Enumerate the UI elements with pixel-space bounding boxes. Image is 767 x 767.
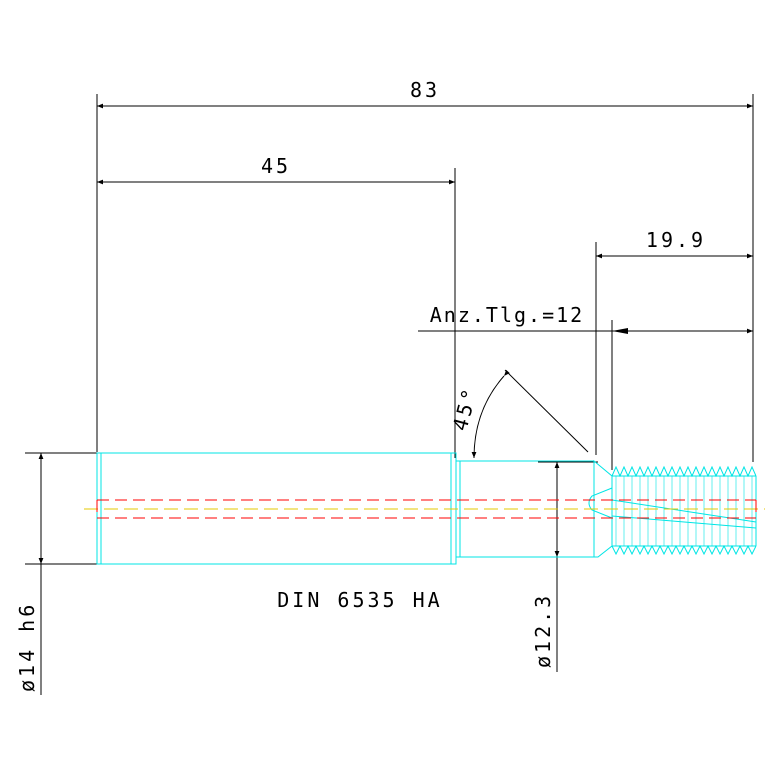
thread-crests-bottom (611, 544, 757, 556)
center-lines (84, 499, 765, 519)
dim-thread-length: 19.9 (596, 228, 753, 259)
dim-overall-length: 83 (97, 78, 753, 109)
dim-19-9-text: 19.9 (646, 228, 706, 252)
dim-45-text: 45 (261, 154, 291, 178)
thread-crests-top (611, 465, 757, 478)
dim-dia-14-text: ø14 h6 (15, 602, 39, 692)
extension-lines (25, 94, 754, 565)
dim-dia-12-3-text: ø12.3 (531, 593, 555, 668)
dim-chamfer-angle: 45° (448, 369, 589, 459)
dim-shank-length: 45 (97, 154, 455, 185)
dim-83-text: 83 (410, 78, 440, 102)
dim-teeth-count: Anz.Tlg.=12 (418, 303, 753, 334)
dim-teeth-count-text: Anz.Tlg.=12 (430, 303, 584, 327)
dim-neck-diameter: ø12.3 (531, 462, 560, 672)
standard-label: DIN 6535 HA (277, 588, 442, 612)
thread-flanks (615, 476, 753, 546)
dim-shank-diameter: ø14 h6 (15, 453, 44, 695)
